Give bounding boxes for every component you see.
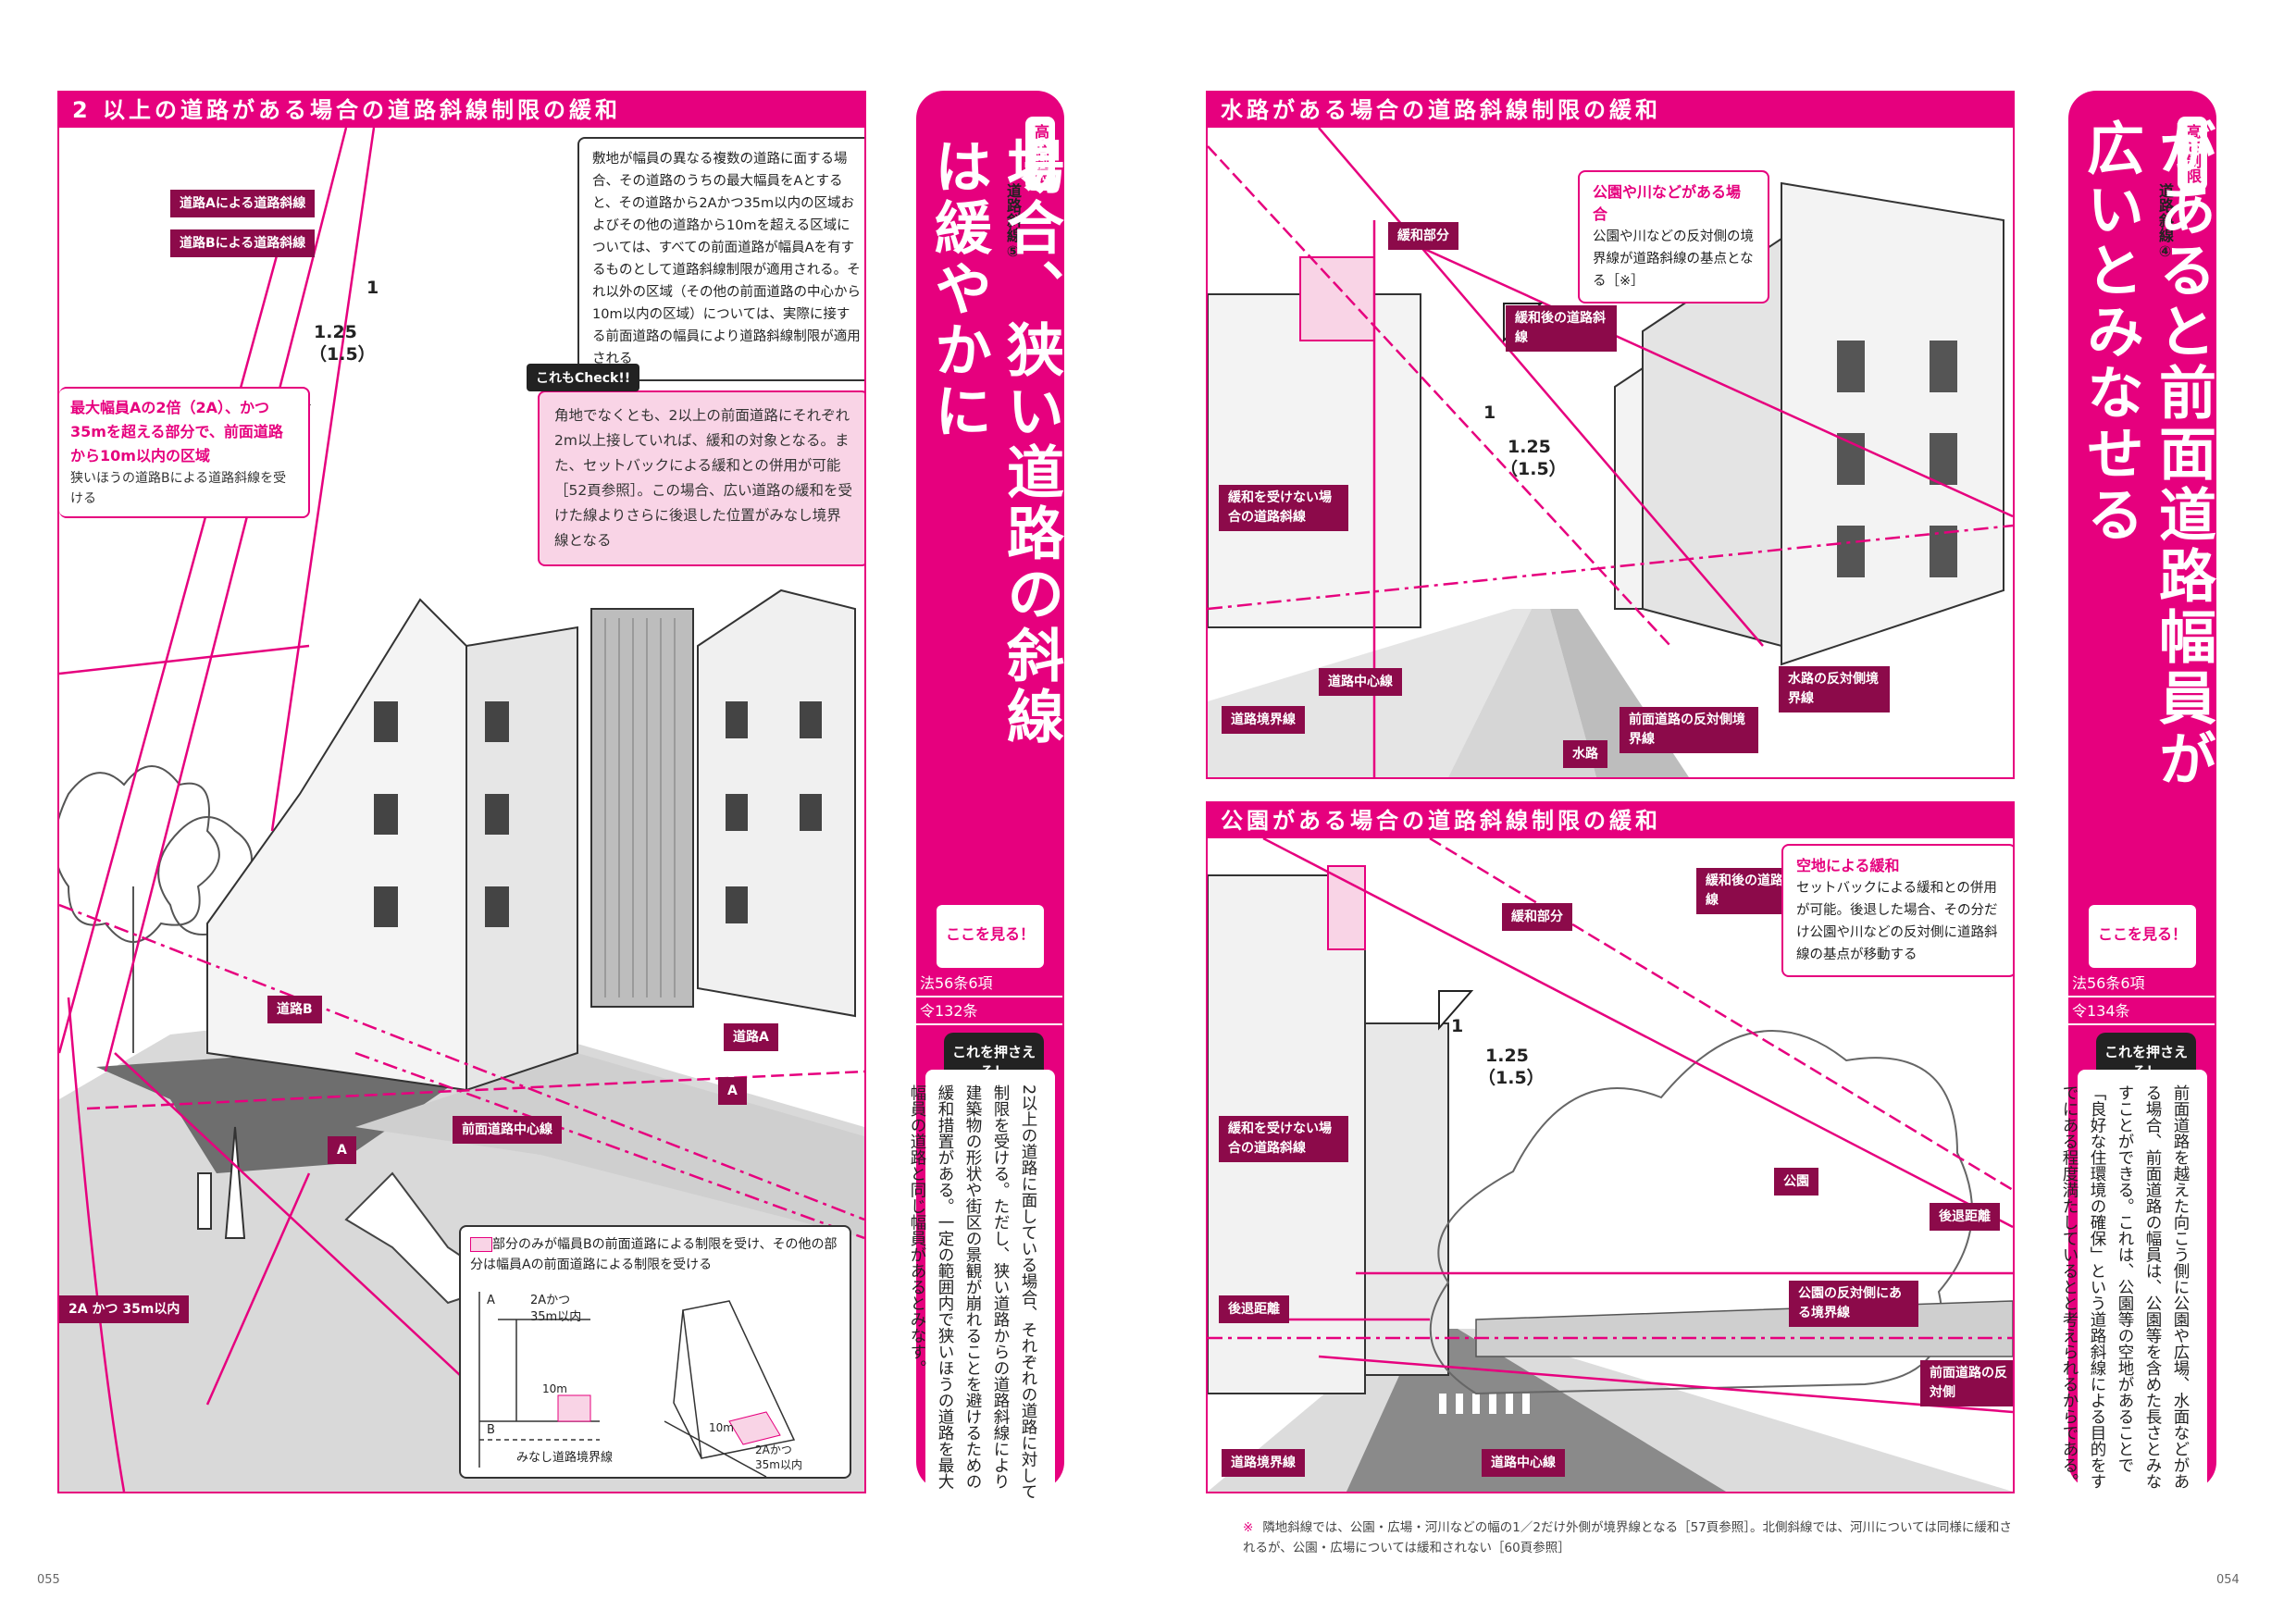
water-note: 公園や川などがある場合 公園や川などの反対側の境界線が道路斜線の基点となる［※］ [1578, 170, 1769, 304]
park-note-text: セットバックによる緩和との併用が可能。後退した場合、その分だけ公園や川などの反対… [1796, 881, 1998, 962]
left-body-text: 2以上の道路に面している場合、それぞれの道路に対して制限を受ける。ただし、狭い道… [908, 1070, 1055, 1516]
park-panel: 公園がある場合の道路斜線制限の緩和 [1206, 801, 2015, 1493]
water-label-water: 水路 [1563, 740, 1607, 768]
park-ratio-one: 1 [1451, 1016, 1464, 1036]
water-label-water-opp: 水路の反対側境界線 [1779, 666, 1890, 712]
water-label-front-opp: 前面道路の反対側境界線 [1620, 707, 1758, 753]
left-side-bar: 高さ制限 道路斜線⑤ 2以上の道路に面する場合、狭い道路の斜線は緩やかに ここを… [908, 91, 1136, 1516]
ratio-paren: （1.5） [309, 344, 376, 365]
right-koko-book: ここを見る！ [2089, 905, 2196, 968]
label-centerline: 前面道路中心線 [453, 1116, 562, 1144]
check-box: 角地でなくとも、2以上の前面道路にそれぞれ2m以上接していれば、緩和の対象となる… [538, 390, 864, 566]
diagram-35m: 35m以内 [530, 1310, 582, 1324]
ratio-one: 1 [366, 278, 379, 298]
park-note: 空地による緩和 セットバックによる緩和との併用が可能。後退した場合、その分だけ公… [1781, 844, 2013, 977]
park-ratio-value: 1.25 [1485, 1046, 1529, 1066]
diagram-iso-35m: 35m以内 [755, 1458, 802, 1471]
park-ratio-paren: （1.5） [1478, 1068, 1545, 1088]
check-label: これもCheck!! [527, 364, 640, 391]
highlight-black-text: 狭いほうの道路Bによる道路斜線を受ける [70, 471, 287, 506]
right-body-text: 前面道路を越えた向こう側に公園や広場、水面などがある場合、前面道路の幅員は、公園… [2060, 1070, 2207, 1516]
diagram-boundary: みなし道路境界線 [516, 1451, 614, 1465]
diagram-drawing [478, 1292, 796, 1477]
right-vertical-title: 道路斜線で公園等の空地があると前面道路幅員が広いとみなせる [2077, 118, 2289, 790]
left-vertical-title: 2以上の道路に面する場合、狭い道路の斜線は緩やかに [925, 137, 1136, 748]
right-ref-1: 法56条6項 [2068, 968, 2215, 997]
park-label-boundary: 道路境界線 [1222, 1449, 1305, 1477]
water-label-after: 緩和後の道路斜線 [1506, 305, 1617, 352]
rule-note: 敷地が幅員の異なる複数の道路に面する場合、その道路のうちの最大幅員をAとすると、… [577, 137, 864, 381]
left-badge-sub: 道路斜線⑤ [1004, 183, 1022, 260]
label-road-b: 道路B [267, 996, 322, 1023]
diagram-legend: 部分のみが幅員Bの前面道路による制限を受け、その他の部分は幅員Aの前面道路による… [470, 1234, 840, 1275]
label-a-left: A [328, 1136, 356, 1164]
water-note-title: 公園や川などがある場合 [1593, 183, 1742, 223]
footnote-mark: ※ [1243, 1520, 1254, 1535]
left-panel-title: 2 以上の道路がある場合の道路斜線制限の緩和 [59, 93, 864, 128]
label-road-a: 道路A [724, 1023, 778, 1051]
highlight-box: 最大幅員Aの2倍（2A）、かつ35mを超える部分で、前面道路から10m以内の区域… [59, 387, 310, 518]
diagram-iso-10m: 10m [709, 1421, 734, 1434]
water-ratio-one: 1 [1483, 403, 1496, 423]
left-badge: 高さ制限 [1025, 117, 1055, 191]
diagram-b: B [487, 1423, 495, 1437]
park-label-centerline: 道路中心線 [1482, 1449, 1565, 1477]
water-ratio-paren: （1.5） [1500, 459, 1567, 479]
water-label-boundary: 道路境界線 [1222, 706, 1305, 734]
footnote-text: 隣地斜線では、公園・広場・河川などの幅の1／2だけ外側が境界線となる［57頁参照… [1243, 1520, 2012, 1555]
water-ratio-value: 1.25 [1508, 437, 1551, 457]
park-note-title: 空地による緩和 [1796, 857, 1900, 874]
park-panel-title: 公園がある場合の道路斜線制限の緩和 [1208, 803, 2013, 838]
footnote: ※隣地斜線では、公園・広場・河川などの幅の1／2だけ外側が境界線となる［57頁参… [1243, 1518, 2020, 1558]
diagram-10m: 10m [542, 1382, 567, 1395]
right-side-bar: 高さ制限 道路斜線④ 道路斜線で公園等の空地があると前面道路幅員が広いとみなせる… [2060, 91, 2289, 1516]
right-badge-sub: 道路斜線④ [2156, 183, 2174, 260]
water-label-centerline: 道路中心線 [1319, 668, 1402, 696]
left-ref-2: 令132条 [916, 996, 1062, 1025]
water-label-not-kanwa: 緩和を受けない場合の道路斜線 [1219, 485, 1348, 531]
mini-diagram: 部分のみが幅員Bの前面道路による制限を受け、その他の部分は幅員Aの前面道路による… [459, 1225, 851, 1479]
right-badge: 高さ制限 [2178, 117, 2207, 191]
park-label-setback-right: 後退距離 [1930, 1203, 2000, 1231]
park-label-kanwa: 緩和部分 [1502, 903, 1572, 931]
right-folio: 054 [2216, 1573, 2240, 1587]
diagram-a: A [487, 1294, 495, 1307]
water-panel-title: 水路がある場合の道路斜線制限の緩和 [1208, 93, 2013, 128]
legend-swatch [470, 1237, 492, 1252]
left-koko-book: ここを見る！ [937, 905, 1044, 968]
water-label-kanwa: 緩和部分 [1388, 222, 1458, 250]
diagram-iso-2a: 2Aかつ [755, 1443, 792, 1456]
label-range: 2A かつ 35m以内 [59, 1295, 190, 1323]
park-label-setback-left: 後退距離 [1219, 1295, 1289, 1323]
left-illustration-panel: 2 以上の道路がある場合の道路斜線制限の緩和 [57, 91, 866, 1493]
water-note-text: 公園や川などの反対側の境界線が道路斜線の基点となる［※］ [1593, 229, 1754, 289]
park-label-front-opp: 前面道路の反対側 [1920, 1360, 2013, 1406]
right-ref-2: 令134条 [2068, 996, 2215, 1025]
left-folio: 055 [37, 1573, 60, 1587]
legend-text: 部分のみが幅員Bの前面道路による制限を受け、その他の部分は幅員Aの前面道路による… [470, 1237, 838, 1272]
park-label-not-kanwa: 緩和を受けない場合の道路斜線 [1219, 1116, 1348, 1162]
label-a-right: A [718, 1077, 747, 1105]
left-ref-1: 法56条6項 [916, 968, 1062, 997]
diagram-2a: 2Aかつ [530, 1294, 571, 1307]
ratio-value: 1.25 [314, 322, 357, 342]
water-panel: 水路がある場合の道路斜線制限の緩和 [1206, 91, 2015, 779]
label-road-a-slant: 道路Aによる道路斜線 [170, 190, 316, 217]
highlight-pink-text: 最大幅員Aの2倍（2A）、かつ35mを超える部分で、前面道路から10m以内の区域 [70, 399, 283, 465]
label-road-b-slant: 道路Bによる道路斜線 [170, 229, 316, 257]
park-label-park-opp: 公園の反対側にある境界線 [1789, 1281, 1918, 1327]
park-label-park: 公園 [1774, 1168, 1818, 1196]
